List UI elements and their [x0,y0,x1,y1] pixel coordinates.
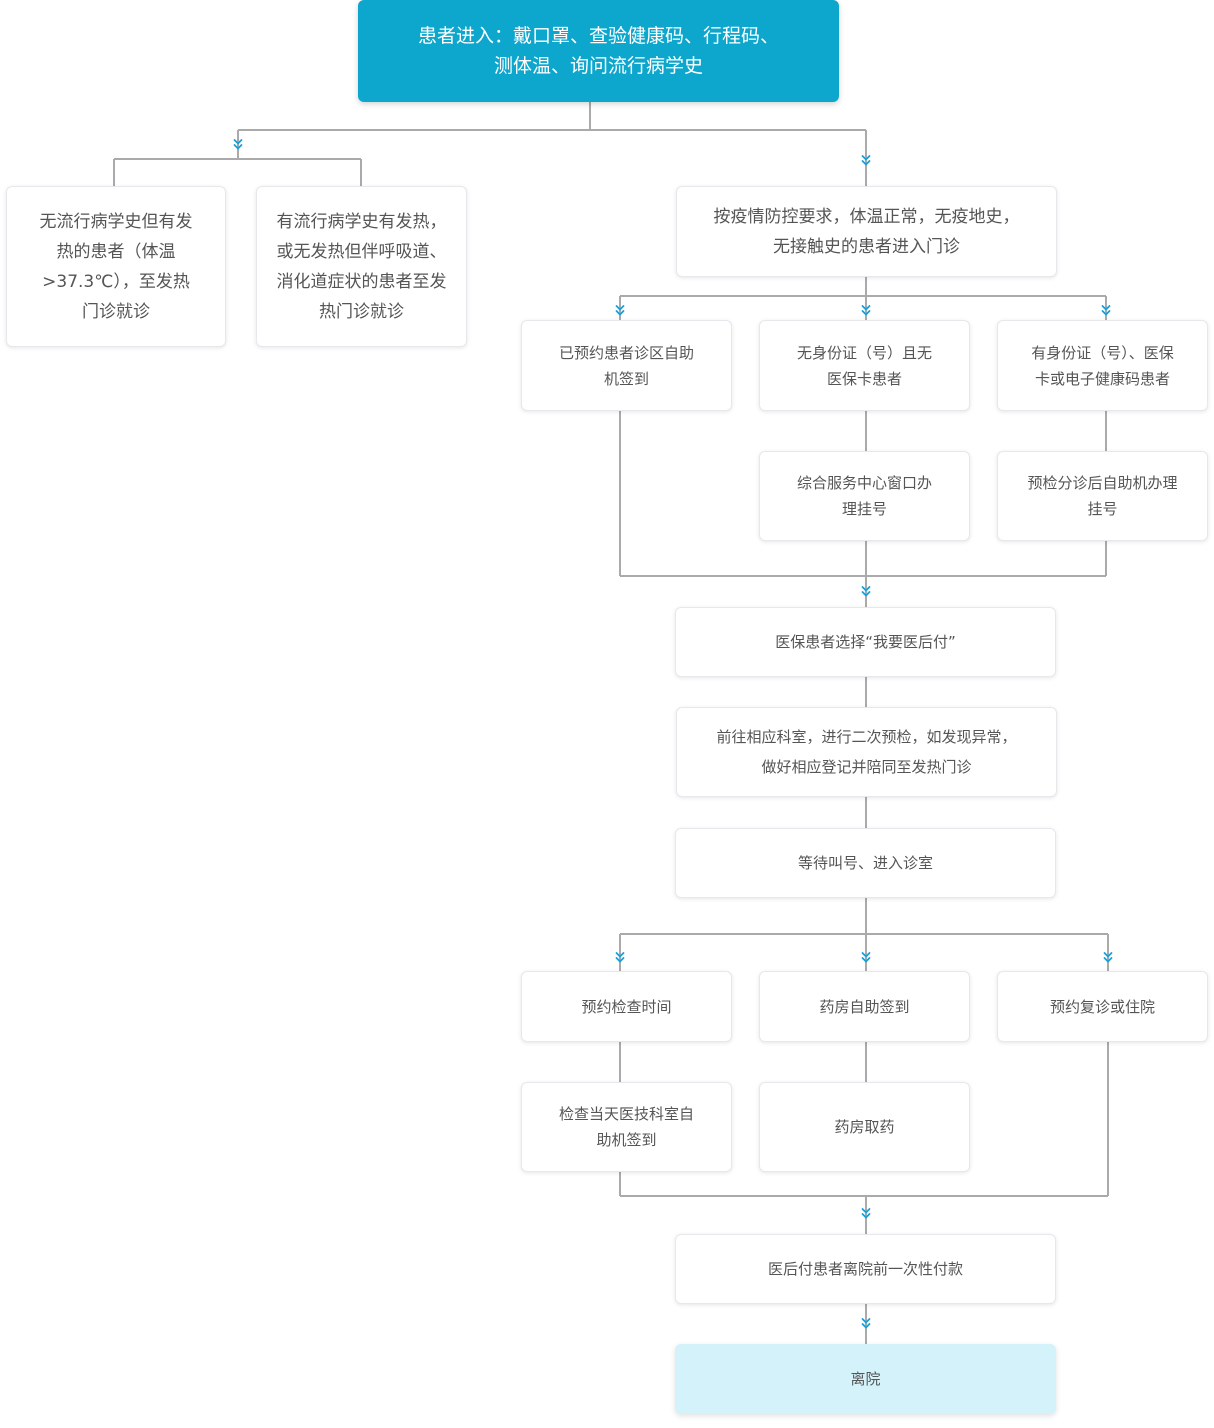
arrow-chevron-icon [861,591,871,597]
arrow-chevron-icon [861,310,871,316]
arrow-chevron-icon [861,160,871,166]
node-no-id: 无身份证（号）且无 医保卡患者 [759,320,970,411]
node-wait-call: 等待叫号、进入诊室 [675,828,1056,898]
node-no-history-fever: 无流行病学史但有发 热的患者（体温 >37.3℃），至发热 门诊就诊 [6,186,226,347]
arrow-chevron-icon [861,1213,871,1219]
arrow-chevron-icon [1103,957,1113,963]
node-has-id: 有身份证（号）、医保 卡或电子健康码患者 [997,320,1208,411]
node-normal-entry: 按疫情防控要求，体温正常，无疫地史， 无接触史的患者进入门诊 [676,186,1057,277]
node-followup-or-admission: 预约复诊或住院 [997,971,1208,1042]
arrow-chevron-icon [615,957,625,963]
arrow-chevron-icon [861,1318,871,1324]
node-pay-before-leave: 医后付患者离院前一次性付款 [675,1234,1056,1304]
arrow-chevron-icon [861,305,871,311]
arrow-chevron-icon [1101,310,1111,316]
arrow-chevron-icon [861,1323,871,1329]
arrow-chevron-icon [861,957,871,963]
node-service-center: 综合服务中心窗口办 理挂号 [759,451,970,541]
arrow-chevron-icon [861,155,871,161]
arrow-chevron-icon [861,952,871,958]
node-second-triage: 前往相应科室，进行二次预检，如发现异常， 做好相应登记并陪同至发热门诊 [676,707,1057,797]
node-triage-self-register: 预检分诊后自助机办理 挂号 [997,451,1208,541]
arrow-chevron-icon [861,586,871,592]
node-history-fever: 有流行病学史有发热， 或无发热但伴呼吸道、 消化道症状的患者至发 热门诊就诊 [256,186,467,347]
arrow-chevron-icon [233,139,243,145]
arrow-chevron-icon [615,310,625,316]
node-insurance-pay-later: 医保患者选择“我要医后付” [675,607,1056,677]
arrow-chevron-icon [1101,305,1111,311]
node-leave: 离院 [675,1344,1056,1414]
node-exam-day-checkin: 检查当天医技科室自 助机签到 [521,1082,732,1172]
arrow-chevron-icon [233,144,243,150]
node-appointment-checkin: 已预约患者诊区自助 机签到 [521,320,732,411]
arrow-chevron-icon [615,952,625,958]
node-entry: 患者进入：戴口罩、查验健康码、行程码、 测体温、询问流行病学史 [358,0,839,102]
node-book-exam: 预约检查时间 [521,971,732,1042]
arrow-chevron-icon [1103,952,1113,958]
arrow-chevron-icon [861,1208,871,1214]
arrow-chevron-icon [615,305,625,311]
node-pharmacy-checkin: 药房自助签到 [759,971,970,1042]
node-pharmacy-pickup: 药房取药 [759,1082,970,1172]
